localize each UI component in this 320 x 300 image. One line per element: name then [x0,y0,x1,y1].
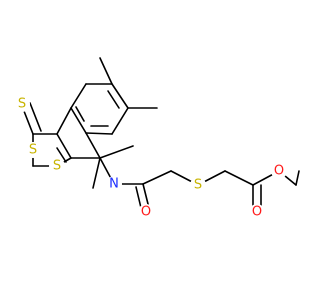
bond [70,107,87,134]
bond-layer [21,57,300,213]
bond [56,147,67,163]
atom-label-o-carbonyl: O [252,205,262,220]
atom-label-s-thione: S [18,97,26,112]
atom-ring-sulfur-a: S [25,142,41,158]
bond [70,83,87,109]
bond [224,170,254,186]
atom-ester-oxygen: O [271,163,287,179]
atom-label-s-thioether: S [194,178,202,193]
bond [75,106,85,122]
atom-label-s-ring-b: S [53,159,61,174]
atom-ring-sulfur-b: S [49,158,65,174]
atom-carbonyl-oxygen: O [249,204,265,220]
bond [295,170,300,186]
atom-label-n: N [109,177,119,192]
bond [85,132,101,159]
bond [99,57,113,85]
bond [111,83,129,109]
bond [92,157,101,189]
bond [142,170,172,185]
atom-label-s-ring-a: S [29,143,37,158]
atom-layer: S S S N O S O O [14,96,287,220]
atom-thioether-sulfur: S [190,177,206,193]
bond [56,133,72,159]
atom-thione-sulfur: S [14,96,30,112]
atom-nitrogen: N [106,176,122,192]
atom-amide-oxygen: O [138,204,154,220]
atom-label-o-amide: O [141,205,151,220]
molecule-structure-diagram: S S S N O S O O [14,57,300,220]
bond [56,107,72,135]
bond [99,145,134,159]
bond [85,132,113,135]
bond [107,90,120,109]
bond [29,102,42,132]
atom-label-o-ester: O [274,164,284,179]
bond [111,107,129,135]
